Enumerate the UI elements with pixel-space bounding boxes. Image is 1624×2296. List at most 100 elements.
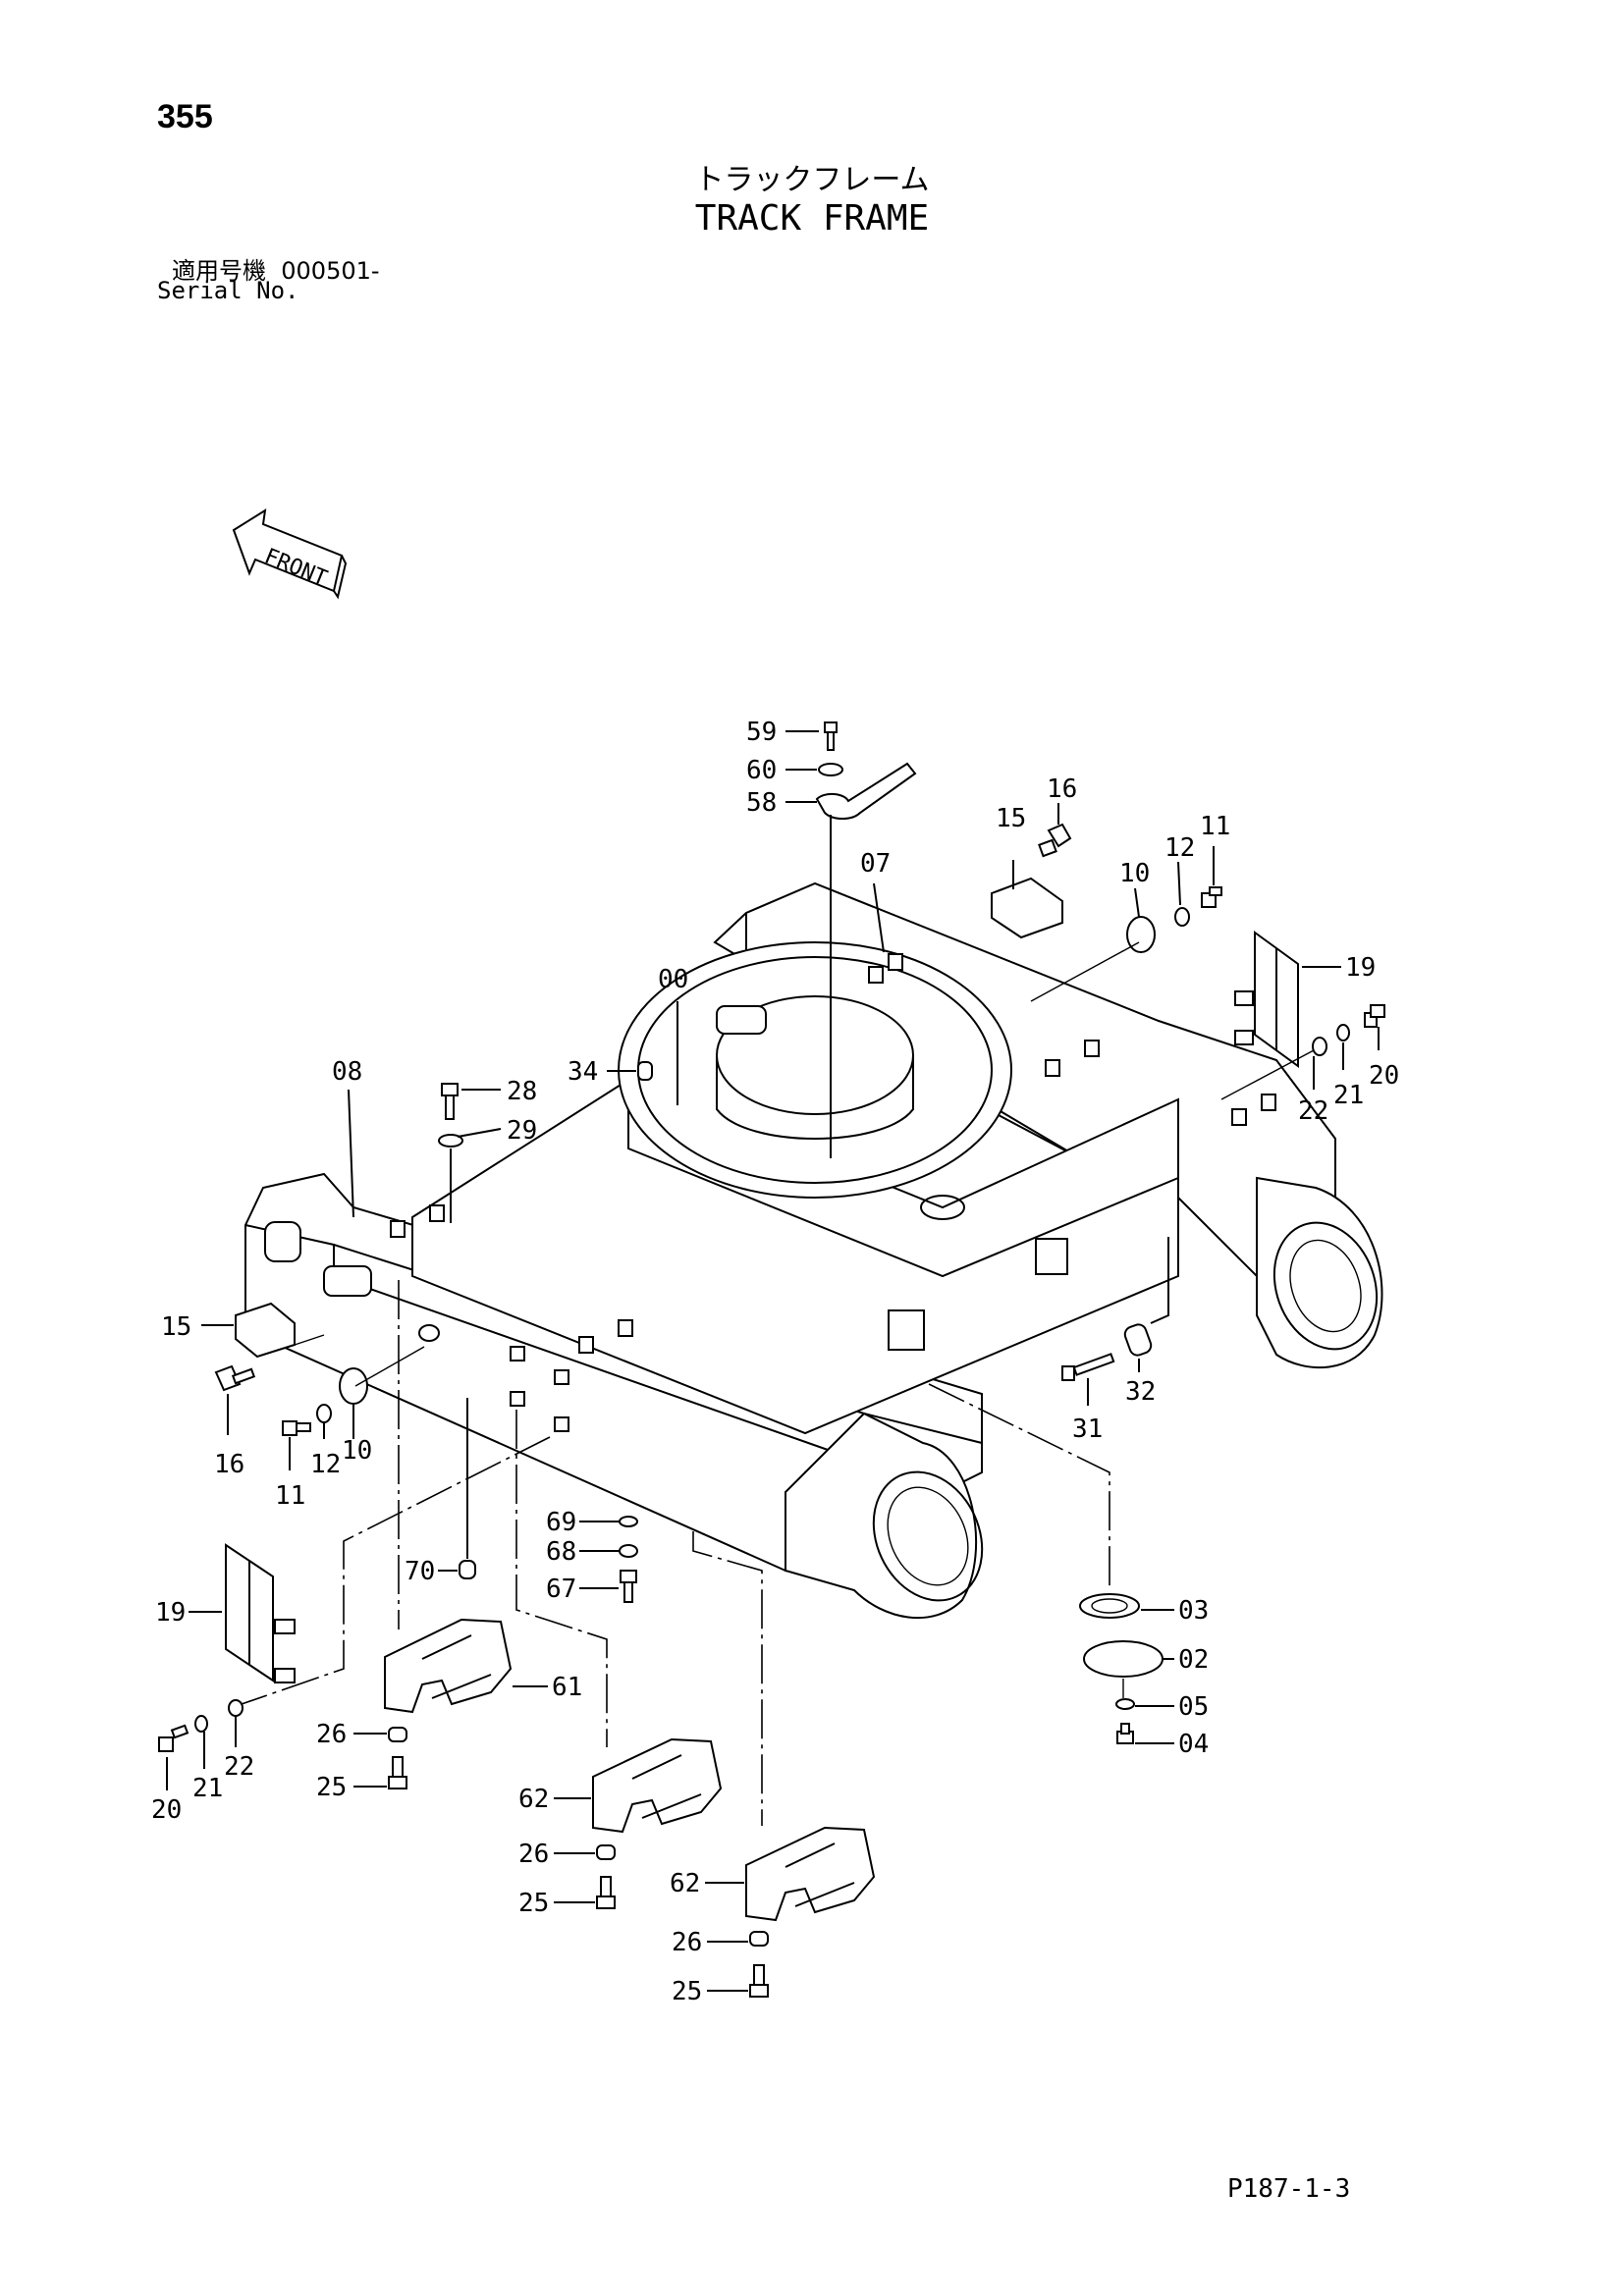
plate-03-icon xyxy=(1079,1593,1140,1619)
cover-02-icon xyxy=(1083,1640,1164,1678)
washer-21-icon xyxy=(1336,1024,1350,1041)
serial-label-jp: 適用号機 xyxy=(172,257,266,285)
washer-05-icon xyxy=(1115,1698,1135,1710)
track-guide-61-icon xyxy=(384,1618,513,1714)
plug-70-icon xyxy=(459,1560,476,1579)
callout-69: 69 xyxy=(546,1508,576,1537)
serial-label-english: Serial No. xyxy=(157,277,299,304)
leader-lines xyxy=(166,730,1380,1992)
callout-19b: 19 xyxy=(155,1598,186,1628)
title-english: TRACK FRAME xyxy=(694,198,930,239)
washer-69-icon xyxy=(619,1516,638,1527)
callout-61: 61 xyxy=(552,1673,582,1702)
bolt-25a-icon xyxy=(388,1756,407,1789)
collar-26a-icon xyxy=(388,1727,407,1742)
bolt-11-icon xyxy=(1201,886,1222,908)
lever-58-icon xyxy=(815,762,917,820)
bolt-11b-icon xyxy=(282,1420,311,1436)
bolt-28-icon xyxy=(441,1083,459,1120)
track-guide-62b-icon xyxy=(745,1826,876,1922)
collar-32-icon xyxy=(1123,1323,1153,1357)
cover-plate-15-icon xyxy=(991,877,1063,939)
collar-10b-icon xyxy=(339,1367,368,1405)
collar-26c-icon xyxy=(749,1931,769,1947)
washer-22b-icon xyxy=(228,1699,244,1717)
callout-62a: 62 xyxy=(518,1785,549,1814)
track-frame-body xyxy=(244,881,1383,1620)
callout-60: 60 xyxy=(746,756,777,785)
bolt-20-icon xyxy=(1364,1004,1385,1028)
callout-31: 31 xyxy=(1072,1415,1103,1444)
callout-16b: 16 xyxy=(214,1450,244,1479)
washer-68-icon xyxy=(619,1544,638,1558)
track-guide-62a-icon xyxy=(592,1737,723,1834)
callout-67: 67 xyxy=(546,1575,576,1604)
callout-11b: 11 xyxy=(275,1481,305,1511)
callout-25a: 25 xyxy=(316,1773,347,1802)
callout-05: 05 xyxy=(1178,1692,1209,1722)
bolt-16-icon xyxy=(1038,823,1072,858)
bolt-25c-icon xyxy=(749,1964,769,1998)
bolt-16b-icon xyxy=(214,1364,256,1392)
washer-22-icon xyxy=(1312,1037,1327,1056)
callout-34: 34 xyxy=(568,1057,598,1087)
callout-29: 29 xyxy=(507,1116,537,1146)
serial-value: 000501- xyxy=(281,257,380,285)
callout-26b: 26 xyxy=(518,1840,549,1869)
washer-21b-icon xyxy=(194,1715,208,1733)
callout-25c: 25 xyxy=(672,1977,702,2006)
callout-10b: 10 xyxy=(342,1436,372,1466)
callout-28: 28 xyxy=(507,1077,537,1106)
callout-21: 21 xyxy=(1333,1081,1364,1110)
bolt-25b-icon xyxy=(596,1876,616,1909)
callout-20b: 20 xyxy=(151,1795,182,1825)
callout-12: 12 xyxy=(1164,833,1195,863)
callout-20: 20 xyxy=(1369,1061,1399,1091)
parts xyxy=(158,721,1385,1998)
callout-15b: 15 xyxy=(161,1312,191,1342)
callout-25b: 25 xyxy=(518,1889,549,1918)
callout-70: 70 xyxy=(405,1557,435,1586)
front-arrow-icon: FRONT xyxy=(232,508,348,600)
washer-60-icon xyxy=(818,763,843,776)
callout-12b: 12 xyxy=(310,1450,341,1479)
callout-58: 58 xyxy=(746,788,777,818)
washer-29-icon xyxy=(438,1134,463,1148)
plug-34-icon xyxy=(637,1061,653,1081)
callout-59: 59 xyxy=(746,718,777,747)
callout-32: 32 xyxy=(1125,1377,1156,1407)
callout-11: 11 xyxy=(1200,812,1230,841)
callout-21b: 21 xyxy=(192,1774,223,1803)
callout-10: 10 xyxy=(1119,859,1150,888)
callout-15: 15 xyxy=(996,804,1026,833)
callout-22b: 22 xyxy=(224,1752,254,1782)
footer-code: P187-1-3 xyxy=(1227,2174,1351,2204)
bolt-31-icon xyxy=(1061,1353,1115,1381)
washer-12b-icon xyxy=(316,1404,332,1423)
callout-02: 02 xyxy=(1178,1645,1209,1675)
guard-19b-icon xyxy=(225,1543,296,1683)
callout-22: 22 xyxy=(1298,1096,1328,1126)
callout-03: 03 xyxy=(1178,1596,1209,1626)
callout-26c: 26 xyxy=(672,1928,702,1957)
callout-68: 68 xyxy=(546,1537,576,1567)
callout-00: 00 xyxy=(658,965,688,994)
callout-04: 04 xyxy=(1178,1730,1209,1759)
callout-19: 19 xyxy=(1345,953,1376,983)
serial-label-japanese: 適用号機 000501- xyxy=(172,251,380,286)
callout-26a: 26 xyxy=(316,1720,347,1749)
callout-16: 16 xyxy=(1047,774,1077,804)
callout-07: 07 xyxy=(860,849,891,879)
bolt-59-icon xyxy=(824,721,838,751)
bolt-67-icon xyxy=(620,1570,637,1603)
collar-10-icon xyxy=(1126,916,1156,953)
title-japanese: トラックフレーム xyxy=(694,163,930,197)
callout-62b: 62 xyxy=(670,1869,700,1898)
page-number: 355 xyxy=(157,98,213,135)
bolt-04-icon xyxy=(1116,1723,1134,1744)
washer-12-icon xyxy=(1174,907,1190,927)
bolt-20b-icon xyxy=(158,1724,189,1752)
guard-19-icon xyxy=(1234,931,1299,1068)
